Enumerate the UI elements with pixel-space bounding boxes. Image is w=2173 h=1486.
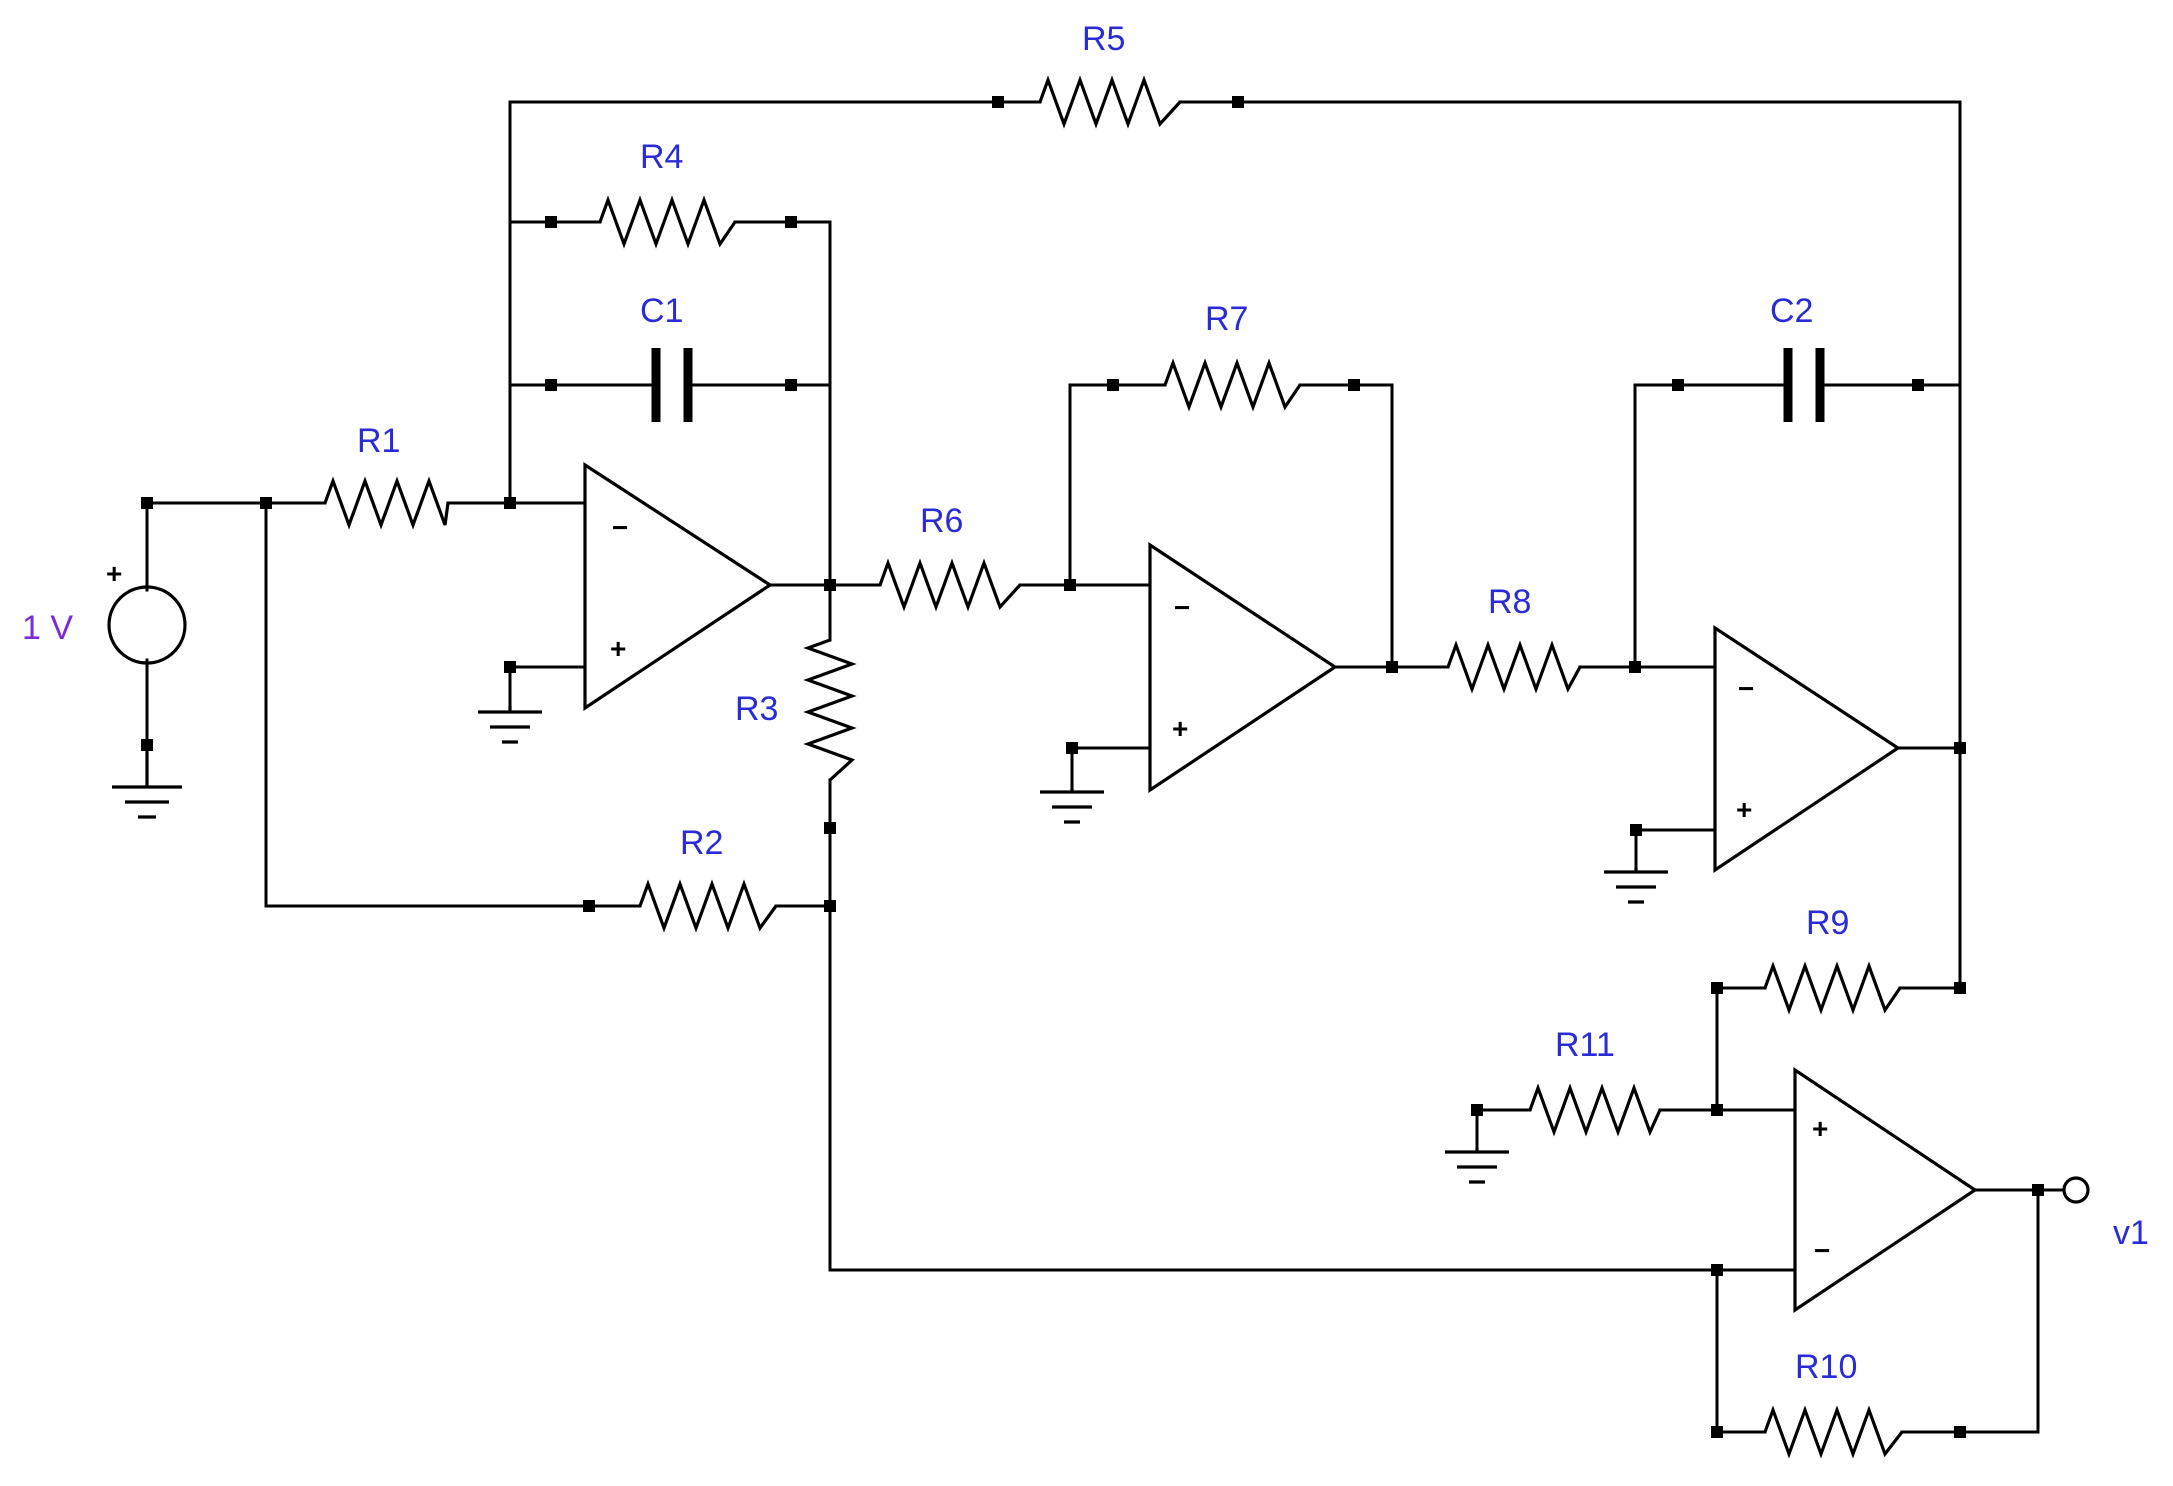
opamp-1-plus: +: [610, 633, 626, 664]
wire-r10-right: [1900, 1188, 2040, 1434]
resistor-r3: R3: [735, 638, 857, 782]
opamp-2-minus: −: [1174, 592, 1190, 623]
resistor-r4: R4: [598, 138, 737, 249]
resistor-r2: R2: [638, 824, 778, 933]
label-r10: R10: [1795, 1348, 1857, 1386]
capacitor-c1: C1: [640, 292, 693, 422]
resistor-r10: R10: [1763, 1348, 1904, 1459]
ground-opamp3: [1604, 868, 1668, 904]
label-r2: R2: [680, 824, 723, 862]
label-r6: R6: [920, 502, 963, 540]
label-r4: R4: [640, 138, 683, 176]
junction-dots: [141, 96, 2044, 1438]
opamp-1: − +: [583, 462, 773, 711]
wire-input-to-r2: [264, 501, 642, 908]
label-r7: R7: [1205, 300, 1248, 338]
resistor-r7: R7: [1163, 300, 1302, 412]
voltage-source-label: 1 V: [22, 609, 73, 647]
wires: [145, 100, 2066, 1434]
opamp-3-plus: +: [1736, 794, 1752, 825]
opamp-4: + −: [1793, 1067, 1978, 1313]
resistor-r11: R11: [1528, 1026, 1662, 1137]
resistor-r1: R1: [323, 422, 450, 530]
label-r8: R8: [1488, 583, 1531, 621]
opamp-2: − +: [1148, 542, 1338, 793]
voltage-source-plus: +: [106, 558, 122, 589]
ground-r11: [1445, 1148, 1509, 1184]
ground-opamp1: [478, 706, 542, 744]
label-c1: C1: [640, 292, 683, 330]
resistor-r8: R8: [1446, 583, 1582, 694]
opamp-2-plus: +: [1172, 713, 1188, 744]
output-label: v1: [2113, 1214, 2149, 1252]
label-r9: R9: [1806, 904, 1849, 942]
capacitor-c2: C2: [1770, 292, 1825, 422]
wire-r7-column-left: [1068, 383, 1167, 587]
opamp-3: − +: [1713, 625, 1901, 873]
output-terminal: v1: [2062, 1176, 2149, 1252]
wire-c2-column-left: [1633, 383, 1784, 669]
opamp-1-minus: −: [612, 512, 628, 543]
voltage-source-circle: [107, 585, 187, 665]
opamp-4-plus: +: [1812, 1113, 1828, 1144]
resistor-r9: R9: [1763, 904, 1902, 1015]
wire-r10-left-column: [1715, 1268, 1767, 1434]
wire-r7-right: [1298, 383, 1394, 669]
label-r11: R11: [1555, 1026, 1615, 1064]
ground-opamp2: [1040, 788, 1104, 824]
resistor-r6: R6: [878, 502, 1022, 612]
opamp-3-minus: −: [1738, 673, 1754, 704]
label-r1: R1: [357, 422, 400, 460]
label-c2: C2: [1770, 292, 1813, 330]
opamp-4-minus: −: [1814, 1235, 1830, 1266]
label-r5: R5: [1082, 20, 1125, 58]
resistor-r5: R5: [1038, 20, 1182, 129]
ground-source: [112, 745, 182, 819]
wire-r5-right: [1178, 100, 1962, 988]
label-r3: R3: [735, 690, 778, 728]
voltage-source: + 1 V: [22, 558, 187, 665]
wire-r9-left-column: [1715, 986, 1767, 1112]
